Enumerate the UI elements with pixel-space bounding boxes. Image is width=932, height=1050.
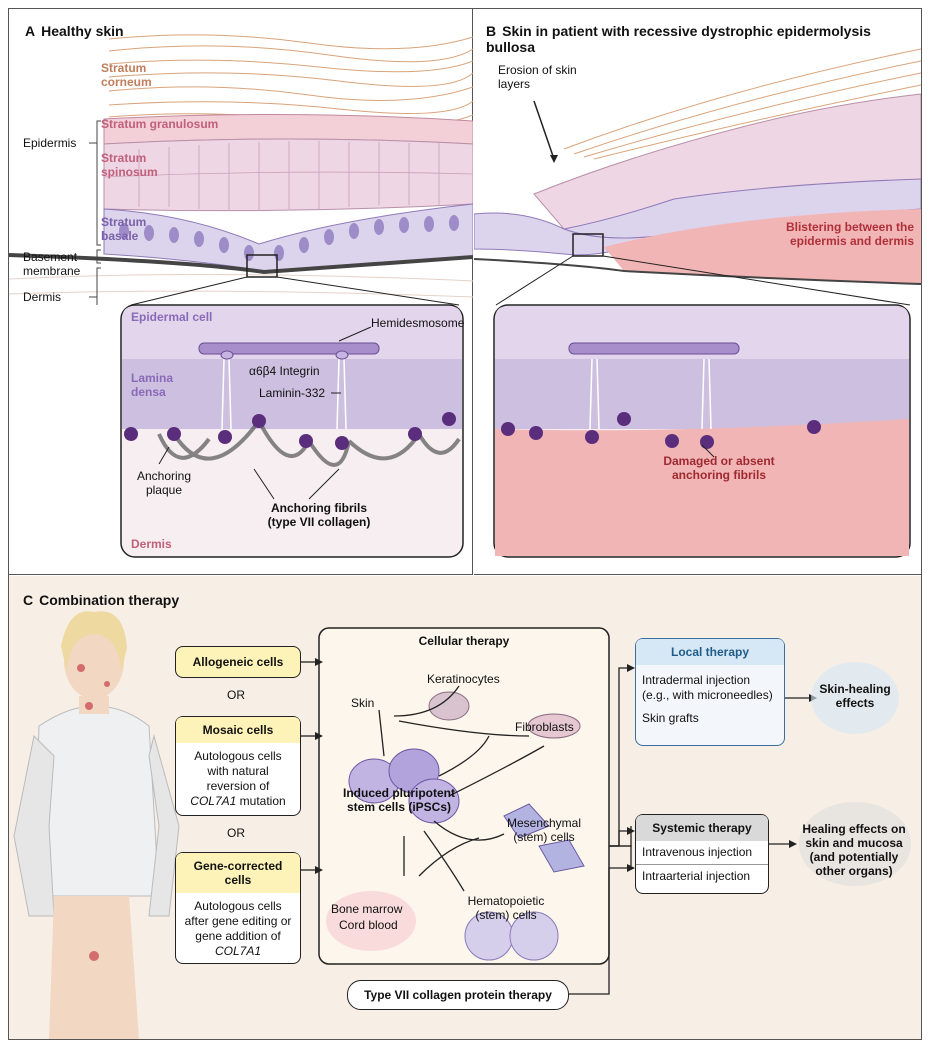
panel-a: A Healthy skin Stratum corneum Stratum gr… <box>9 9 473 575</box>
systemic-therapy-title: Systemic therapy <box>636 815 768 841</box>
panel-b-letter: B <box>486 23 497 39</box>
local-item-1: Intradermal injection (e.g., with micron… <box>642 673 773 702</box>
allogeneic-title: Allogeneic cells <box>192 655 284 669</box>
bone-marrow-label: Bone marrow <box>331 902 403 916</box>
panel-c-title-text: Combination therapy <box>39 592 180 608</box>
or-label-2: OR <box>227 826 245 840</box>
gene-corrected-gene: COL7A1 <box>214 944 262 958</box>
stratum-corneum-label: Stratum corneum <box>101 61 152 89</box>
gene-corrected-body: Autologous cells after gene editing or g… <box>176 893 300 965</box>
panel-c-letter: C <box>23 592 34 608</box>
cellular-therapy-title: Cellular therapy <box>418 634 510 648</box>
local-item-2: Skin grafts <box>642 711 699 725</box>
panel-b-title-text: Skin in patient with recessive dystrophi… <box>486 23 871 55</box>
gene-corrected-title: Gene-corrected cells <box>176 853 300 893</box>
gene-corrected-body-text: Autologous cells after gene editing or g… <box>184 899 292 943</box>
dermis-label: Dermis <box>23 290 61 304</box>
ipsc-label: Induced pluripotent stem cells (iPSCs) <box>343 786 455 814</box>
or-label-1: OR <box>227 688 245 702</box>
protein-therapy-box: Type VII collagen protein therapy <box>347 980 569 1010</box>
panel-c: C Combination therapy Allogeneic cells OR… <box>9 576 921 1039</box>
mosaic-body: Autologous cells with natural reversion … <box>176 743 300 815</box>
anchoring-fibrils-label: Anchoring fibrils (type VII collagen) <box>267 501 371 529</box>
allogeneic-box: Allogeneic cells <box>175 646 301 678</box>
mosaic-body-post: mutation <box>239 794 286 808</box>
mosaic-title: Mosaic cells <box>176 717 300 743</box>
integrin-label: α6β4 Integrin <box>249 364 320 378</box>
local-therapy-box: Local therapy Intradermal injection (e.g… <box>635 638 785 746</box>
cord-blood-label: Cord blood <box>339 918 398 932</box>
panel-b-illustration <box>474 48 921 558</box>
local-therapy-title: Local therapy <box>636 639 784 665</box>
keratinocytes-label: Keratinocytes <box>427 672 500 686</box>
mesenchymal-label: Mesenchymal (stem) cells <box>506 816 582 844</box>
epidermal-cell-label: Epidermal cell <box>131 310 213 324</box>
panel-a-letter: A <box>25 23 36 39</box>
lamina-densa-label: Lamina densa <box>131 371 174 399</box>
hematopoietic-label: Hematopoietic (stem) cells <box>467 894 545 922</box>
skin-label: Skin <box>351 696 375 710</box>
inset-dermis-label: Dermis <box>131 537 172 551</box>
stratum-granulosum-label: Stratum granulosum <box>101 117 219 131</box>
epidermis-label: Epidermis <box>23 136 77 150</box>
healing-effects-label: Healing effects on skin and mucosa (and … <box>802 822 906 878</box>
systemic-therapy-box: Systemic therapy Intravenous injection I… <box>635 814 769 894</box>
skin-healing-label: Skin-healing effects <box>819 682 891 710</box>
systemic-item-1: Intravenous injection <box>636 841 768 865</box>
basement-membrane-label: Basement membrane <box>23 250 81 278</box>
panel-c-diagram <box>13 611 911 1039</box>
anchoring-plaque-label: Anchoring plaque <box>136 469 192 497</box>
mosaic-body-text: Autologous cells with natural reversion … <box>194 749 282 793</box>
fibroblasts-label: Fibroblasts <box>515 720 574 734</box>
stratum-basale-label: Stratum basale <box>101 215 147 243</box>
panel-a-illustration <box>9 34 473 558</box>
patient-figure <box>13 611 180 1039</box>
panel-a-title: A Healthy skin <box>25 23 124 39</box>
mosaic-box: Mosaic cells Autologous cells with natur… <box>175 716 301 816</box>
laminin-label: Laminin-332 <box>259 386 326 400</box>
systemic-item-2: Intraarterial injection <box>642 869 751 883</box>
gene-corrected-box: Gene-corrected cells Autologous cells af… <box>175 852 301 964</box>
damaged-fibrils-label: Damaged or absent anchoring fibrils <box>663 454 775 482</box>
blistering-label: Blistering between the epidermis and der… <box>785 220 914 248</box>
protein-therapy-label: Type VII collagen protein therapy <box>364 988 552 1002</box>
mosaic-gene: COL7A1 <box>190 794 237 808</box>
stratum-spinosum-label: Stratum spinosum <box>101 151 158 179</box>
hemidesmosome-label: Hemidesmosome <box>371 316 465 330</box>
panel-c-title: C Combination therapy <box>23 592 179 608</box>
erosion-label: Erosion of skin layers <box>498 63 577 91</box>
panel-a-title-text: Healthy skin <box>41 23 124 39</box>
